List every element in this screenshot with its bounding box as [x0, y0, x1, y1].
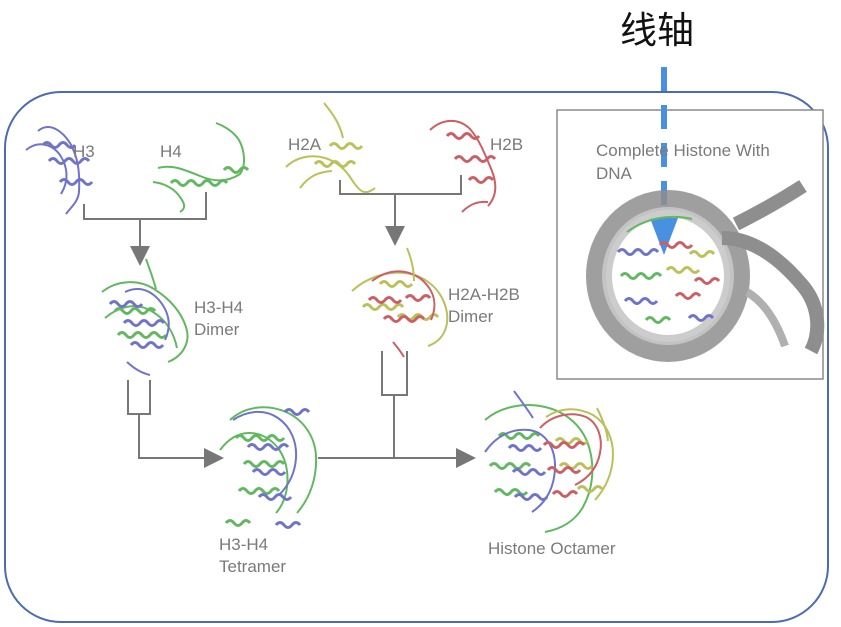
- h2a-label: H2A: [288, 135, 322, 154]
- left-dimer-pair-connector: [127, 380, 151, 415]
- h3-label: H3: [73, 142, 95, 161]
- histone-octamer-label: Histone Octamer: [488, 539, 616, 558]
- h3-h4-tetramer-label-line-1: H3-H4: [219, 535, 269, 554]
- annotation-title: 线轴: [620, 9, 694, 52]
- h4-label: H4: [160, 142, 182, 161]
- h3-h4-join-connector: [83, 192, 207, 220]
- h3-h4-tetramer-label-line-2: Tetramer: [219, 557, 287, 576]
- h2b-monomer: [429, 119, 497, 213]
- complete-histone-label-line-2: DNA: [596, 164, 632, 183]
- blue-indicator-arrowhead: [650, 218, 678, 255]
- h2a-h2b-dimer-structure: [351, 247, 449, 358]
- h2a-h2b-dimer-label-line-1: H2A-H2B: [448, 285, 520, 304]
- complete-histone-with-dna-structure: [586, 180, 825, 362]
- h2a-h2b-dimer-label-line-2: Dimer: [448, 307, 494, 326]
- dimer-to-tetramer-arrow: [138, 414, 224, 468]
- h2b-label: H2B: [490, 135, 524, 154]
- h3-h4-dimer-structure: [101, 258, 189, 376]
- h3-h4-tetramer-structure: [219, 406, 318, 529]
- complete-histone-label-line-1: Complete Histone With: [596, 141, 770, 160]
- h2a-h2b-join-connector: [339, 175, 462, 195]
- h4-monomer: [152, 122, 250, 213]
- histone-octamer-structure: [484, 390, 615, 533]
- right-dimer-pair-connector: [381, 351, 408, 396]
- h3-monomer: [25, 126, 94, 215]
- h3-h4-dimer-label-line-1: H3-H4: [194, 298, 244, 317]
- h3-h4-dimer-label-line-2: Dimer: [194, 320, 240, 339]
- h2a-monomer: [285, 102, 376, 194]
- outer-frame: [4, 91, 829, 623]
